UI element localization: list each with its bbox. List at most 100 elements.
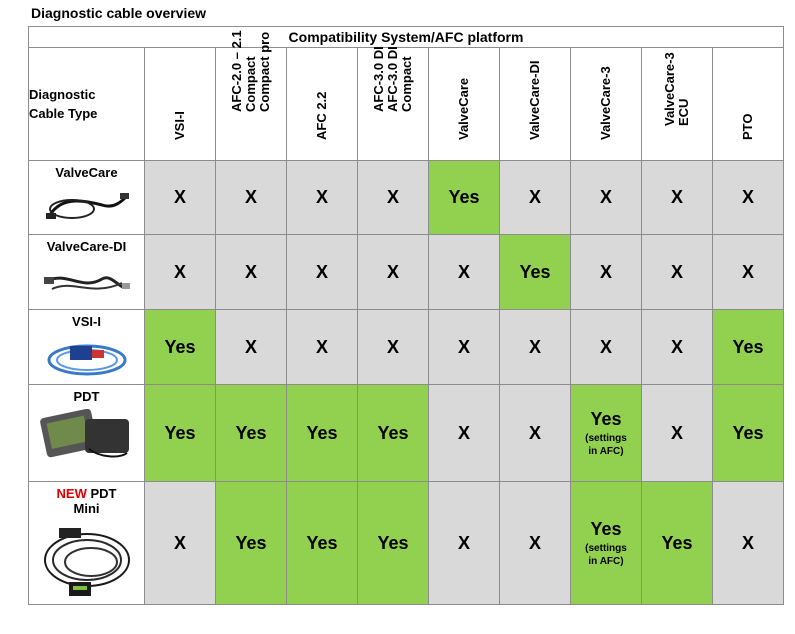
cell-value: X bbox=[670, 422, 683, 443]
cell-value: X bbox=[173, 187, 186, 207]
row-label-text: ValveCare-DI bbox=[46, 239, 127, 254]
cell-value: X bbox=[457, 532, 470, 553]
column-header: PTO bbox=[712, 47, 784, 161]
cell-yes: Yes bbox=[357, 384, 429, 482]
column-header-label: AFC-3.0 DI bbox=[385, 46, 400, 112]
cell-value: X bbox=[670, 336, 683, 357]
cell-value: X bbox=[670, 187, 683, 207]
cell-x: X bbox=[428, 384, 500, 482]
cell-yes: Yes bbox=[712, 309, 784, 385]
cell-value: X bbox=[244, 261, 257, 282]
cell-x: X bbox=[570, 234, 642, 310]
column-header-label: Compact pro bbox=[257, 31, 272, 112]
cell-x: X bbox=[570, 309, 642, 385]
cell-value: X bbox=[528, 422, 541, 443]
valvecare-di-cable-photo bbox=[43, 276, 130, 290]
row-label-text: ValveCare bbox=[55, 165, 118, 180]
cell-yes: Yes bbox=[286, 481, 358, 605]
cell-value: X bbox=[528, 187, 541, 207]
cell-x: X bbox=[499, 309, 571, 385]
row-label-text: PDT bbox=[90, 486, 117, 501]
column-header: ValveCare-3 bbox=[570, 47, 642, 161]
cell-x: X bbox=[286, 160, 358, 235]
cell-x: X bbox=[499, 481, 571, 605]
corner-label-line1: Diagnostic bbox=[29, 87, 96, 102]
cell-x: X bbox=[215, 234, 287, 310]
cell-value: X bbox=[457, 422, 470, 443]
corner-label-line2: Cable Type bbox=[29, 106, 98, 121]
compatibility-table: Compatibility System/AFC platform Diagno… bbox=[28, 26, 784, 605]
cell-value: Yes bbox=[661, 532, 693, 553]
row-header: PDT bbox=[28, 384, 145, 482]
column-header-label: Compact bbox=[399, 56, 414, 112]
column-header-label: ValveCare-3 bbox=[598, 66, 613, 140]
cell-value: Yes bbox=[235, 532, 267, 553]
cell-value: X bbox=[670, 261, 683, 282]
column-header-label: ValveCare-3 bbox=[662, 52, 677, 126]
pdt-mini-cable-photo bbox=[43, 528, 130, 596]
group-header: Compatibility System/AFC platform bbox=[28, 26, 784, 48]
row-label: ValveCare bbox=[29, 165, 144, 180]
cell-yes: Yes bbox=[286, 384, 358, 482]
column-header-label: Compact bbox=[243, 56, 258, 112]
cell-x: X bbox=[428, 481, 500, 605]
cell-yes: Yes bbox=[215, 481, 287, 605]
cell-yes: Yes bbox=[428, 160, 500, 235]
cell-value: X bbox=[173, 261, 186, 282]
cell-value: Yes bbox=[164, 422, 196, 443]
column-header-label: ValveCare-DI bbox=[527, 60, 542, 141]
cell-x: X bbox=[712, 234, 784, 310]
cell-x: X bbox=[712, 481, 784, 605]
cell-x: X bbox=[641, 309, 713, 385]
row-header: ValveCare-DI bbox=[28, 234, 145, 310]
cell-value: X bbox=[741, 261, 754, 282]
cell-x: X bbox=[144, 234, 216, 310]
cell-value: Yes bbox=[519, 261, 551, 282]
column-header-label: PTO bbox=[740, 113, 755, 141]
cell-x: X bbox=[144, 160, 216, 235]
cell-value: X bbox=[315, 187, 328, 207]
cell-value: Yes bbox=[377, 532, 409, 553]
cell-value: X bbox=[244, 336, 257, 357]
column-header: AFC 2.2 bbox=[286, 47, 358, 161]
row-label: PDT bbox=[29, 389, 144, 404]
cell-value: X bbox=[315, 336, 328, 357]
cell-x: X bbox=[357, 309, 429, 385]
cell-value: X bbox=[386, 187, 399, 207]
cell-value: X bbox=[315, 261, 328, 282]
cell-value: X bbox=[528, 532, 541, 553]
cell-value: X bbox=[741, 532, 754, 553]
row-label-text: VSI-I bbox=[72, 314, 101, 329]
vsi-i-cable-photo bbox=[47, 344, 126, 376]
cell-value: Yes bbox=[235, 422, 267, 443]
cell-yes: Yes bbox=[712, 384, 784, 482]
cell-value: Yes bbox=[448, 187, 480, 207]
cell-x: X bbox=[499, 160, 571, 235]
cell-value: X bbox=[528, 336, 541, 357]
cell-note-line: in AFC) bbox=[588, 445, 624, 457]
pdt-case-photo bbox=[39, 409, 129, 458]
cell-x: X bbox=[357, 234, 429, 310]
cell-x: X bbox=[641, 384, 713, 482]
cell-value: X bbox=[386, 336, 399, 357]
column-header-label: VSI-I bbox=[172, 111, 187, 140]
cell-note-line: in AFC) bbox=[588, 555, 624, 567]
column-header-label: ECU bbox=[676, 98, 691, 126]
cell-x: X bbox=[428, 309, 500, 385]
cell-value: X bbox=[599, 187, 612, 207]
column-header: ValveCare bbox=[428, 47, 500, 161]
cell-x: X bbox=[570, 160, 642, 235]
cell-x: X bbox=[499, 384, 571, 482]
cell-x: X bbox=[286, 234, 358, 310]
page-title: Diagnostic cable overview bbox=[31, 5, 207, 21]
cell-x: X bbox=[215, 309, 287, 385]
cell-value: Yes bbox=[306, 532, 338, 553]
column-header-label: AFC 2.2 bbox=[314, 91, 329, 140]
